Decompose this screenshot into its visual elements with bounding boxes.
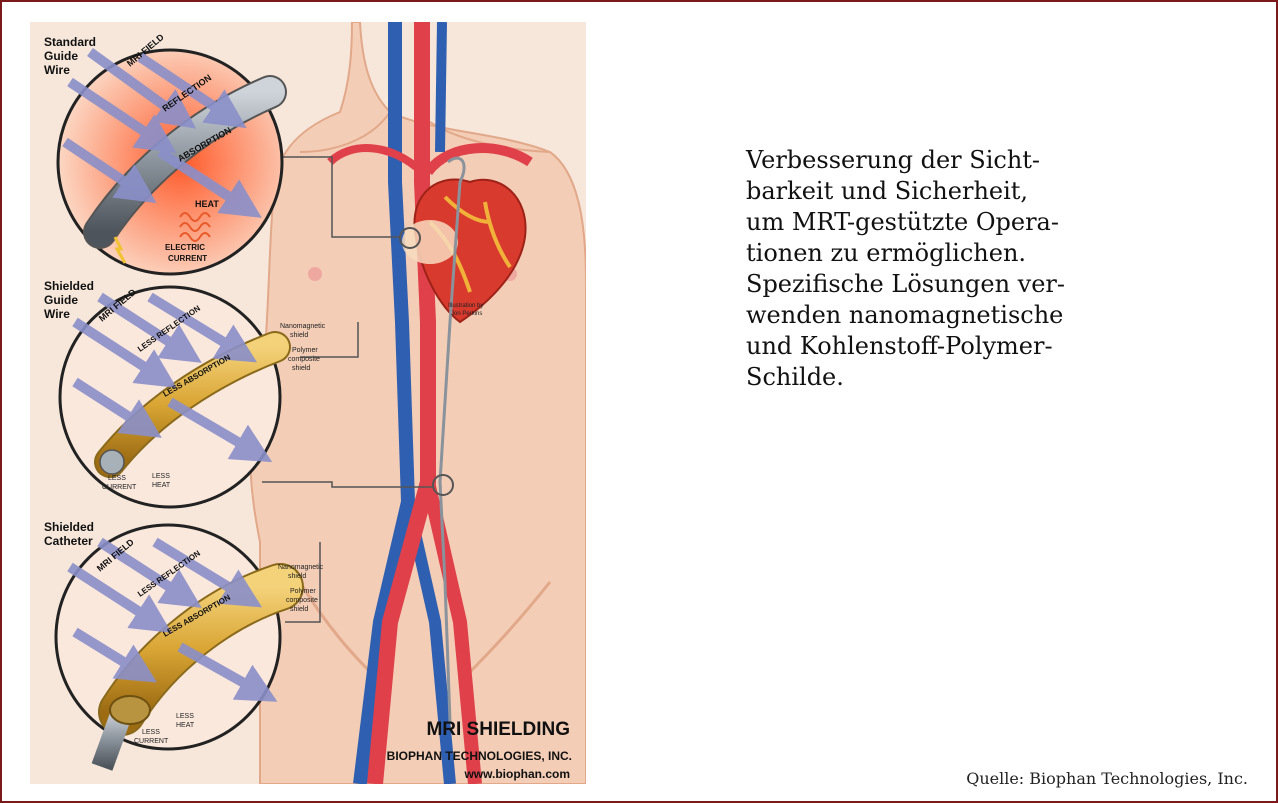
figure-headline: MRI SHIELDING [426,719,570,740]
caption-line: um MRT-gestützte Opera- [746,207,1106,238]
mri-shielding-illustration: MRI FIELD REFLECTION ABSORPTION HEAT ELE… [30,22,586,784]
illustration-credit-1: Illustration by [448,303,483,309]
illustration-svg: MRI FIELD REFLECTION ABSORPTION HEAT ELE… [30,22,586,784]
nipple-left [308,267,322,281]
caption-line: Schilde. [746,362,1106,393]
p2-current-1: LESS [108,475,126,482]
caption-line: barkeit und Sicherheit, [746,176,1106,207]
vein-jugular [440,22,442,152]
p2-title-2: Guide [44,293,78,307]
p3-shield-label-1: Nanomagnetic [278,564,324,571]
p1-current-1: ELECTRIC [165,243,205,252]
caption-line: und Kohlenstoff-Polymer- [746,331,1106,362]
p3-current-1: LESS [142,729,160,736]
p1-title-3: Wire [44,63,70,77]
panel-shielded-catheter: MRI FIELD LESS REFLECTION LESS ABSORPTIO… [56,525,280,767]
p1-current-2: CURRENT [168,254,207,263]
p2-current-2: CURRENT [102,484,137,491]
p3-title-1: Shielded [44,520,94,534]
p2-title-1: Shielded [44,279,94,293]
p3-shield-label-3: Polymer [290,588,316,595]
p2-shield-label-4: composite [288,356,320,363]
p2-shield-label-5: shield [292,365,310,372]
heart-lung-area [402,220,458,264]
source-credit: Quelle: Biophan Technologies, Inc. [966,769,1248,788]
panel-shielded-guide-wire: MRI FIELD LESS REFLECTION LESS ABSORPTIO… [60,287,280,507]
figure-company: BIOPHAN TECHNOLOGIES, INC. [387,749,572,763]
caption-line: wenden nanomagnetische [746,300,1106,331]
p3-heat-2: HEAT [176,722,195,729]
panel-standard-guide-wire: MRI FIELD REFLECTION ABSORPTION HEAT ELE… [58,32,282,274]
p2-title-3: Wire [44,307,70,321]
p3-current-2: CURRENT [134,738,169,745]
p2-shield-label-2: shield [290,332,308,339]
illustration-credit-2: Jon Perkins [451,311,482,317]
p3-shield-label-5: shield [290,606,308,613]
p1-title-1: Standard [44,35,96,49]
p2-heat-1: LESS [152,473,170,480]
p2-shield-label-1: Nanomagnetic [280,323,326,330]
caption-line: Spezifische Lösungen ver- [746,269,1106,300]
p1-heat: HEAT [195,199,219,209]
p2-heat-2: HEAT [152,482,171,489]
caption-line: Verbesserung der Sicht- [746,145,1106,176]
figure-url: www.biophan.com [463,767,570,781]
p1-title-2: Guide [44,49,78,63]
p3-shield-label-4: composite [286,597,318,604]
p3-shield-label-2: shield [288,573,306,580]
caption-text: Verbesserung der Sicht- barkeit und Sich… [746,145,1106,393]
p3-title-2: Catheter [44,534,93,548]
p2-shield-label-3: Polymer [292,347,318,354]
p3-heat-1: LESS [176,713,194,720]
caption-line: tionen zu ermöglichen. [746,238,1106,269]
